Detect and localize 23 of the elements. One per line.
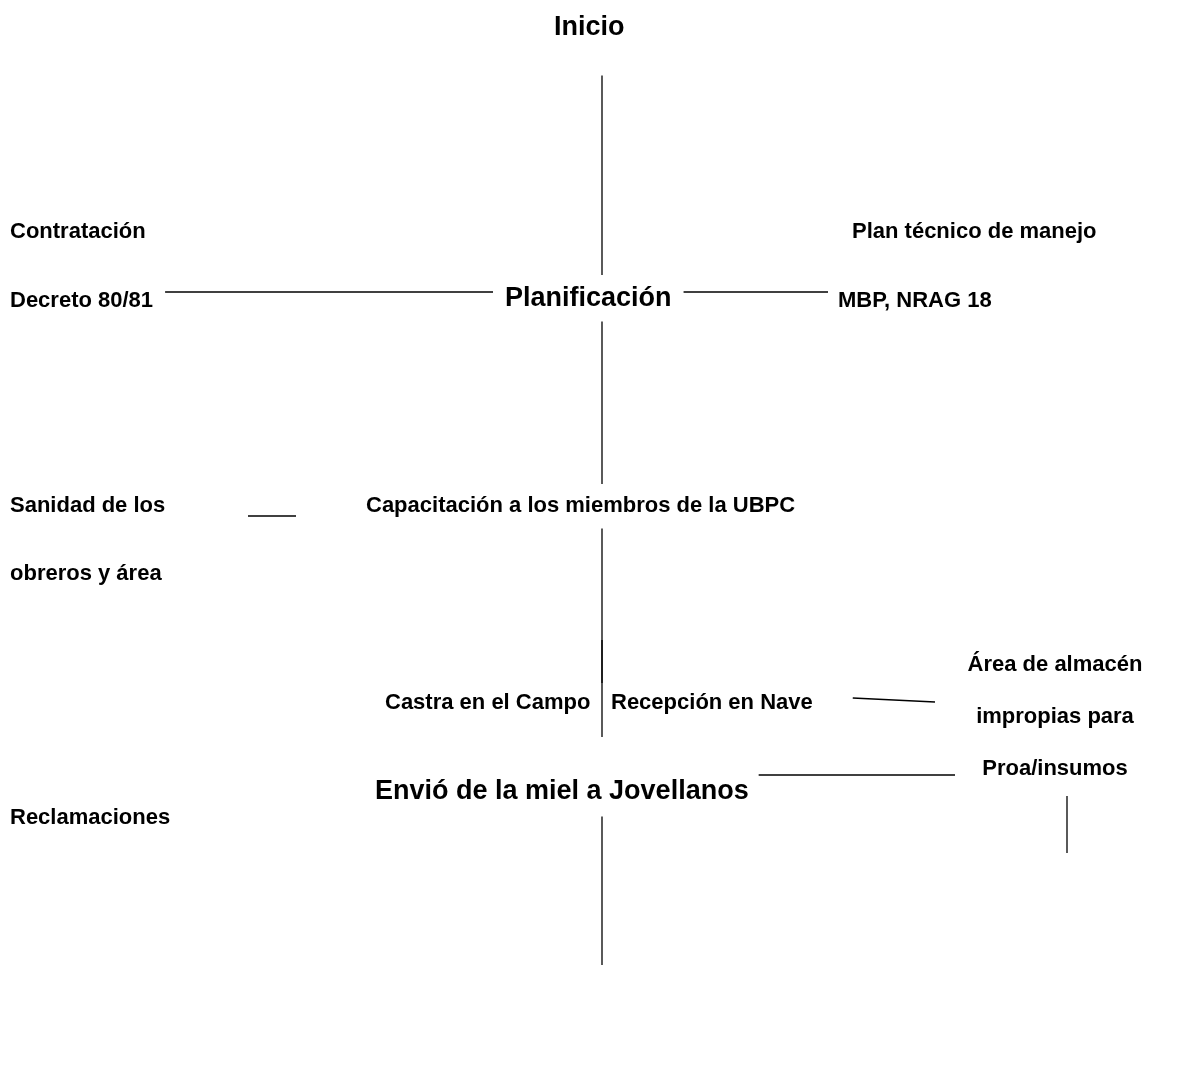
connector-line (247, 515, 297, 517)
note-text: Reclamaciones (10, 804, 171, 831)
connector-line (758, 774, 956, 776)
step-text: Plan técnico de manejo (852, 218, 1097, 245)
step-text: Decreto 80/81 (10, 287, 154, 314)
step-text: Capacitación a los miembros de la UBPC (366, 492, 796, 519)
step-text: MBP, NRAG 18 (838, 287, 992, 314)
step-text: Área de almacén impropias para Proa/insumos (935, 638, 1175, 794)
connector-line (601, 320, 603, 485)
connector-line (852, 697, 936, 703)
connector-line (682, 291, 829, 293)
step-text: Inicio (554, 10, 625, 43)
step-text: Planificación (505, 281, 672, 314)
step-text: Sanidad de los obreros y área (10, 471, 248, 607)
connector-line (601, 815, 603, 966)
step-text: Recepción en Nave (611, 689, 813, 716)
connector-line (1066, 795, 1068, 854)
step-text: Castra en el Campo (385, 689, 591, 716)
step-text: Contratación (10, 218, 146, 245)
connector-line (164, 291, 494, 293)
step-text: Envió de la miel a Jovellanos (375, 774, 749, 807)
connector-line (601, 639, 603, 738)
connector-line (601, 74, 603, 276)
